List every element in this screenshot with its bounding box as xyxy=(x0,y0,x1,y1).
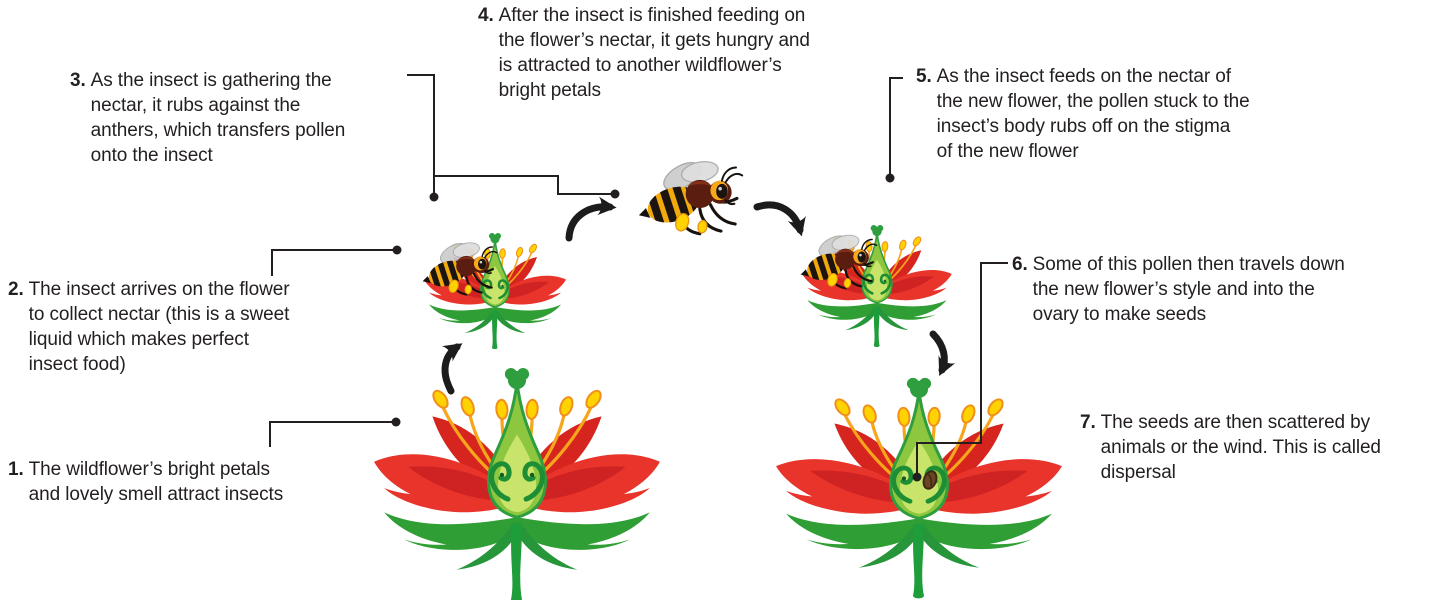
step-1-number: 1. xyxy=(8,459,24,480)
step-5-label: 5. As the insect feeds on the nectar of … xyxy=(916,64,1250,164)
step-4-number: 4. xyxy=(478,5,494,26)
step-6-text: Some of this pollen then travels down th… xyxy=(1032,254,1345,325)
honeybee-on-left-flower-icon xyxy=(422,234,498,298)
wildflower-large-left xyxy=(366,366,668,600)
step-3-number: 3. xyxy=(70,70,86,91)
step-3-label: 3. As the insect is gathering the nectar… xyxy=(70,68,345,168)
step-7-label: 7. The seeds are then scattered by anima… xyxy=(1080,410,1381,485)
step-3-text: As the insect is gathering the nectar, i… xyxy=(90,70,346,166)
honeybee-center-icon xyxy=(638,146,744,242)
step-5-text: As the insect feeds on the nectar of the… xyxy=(936,66,1250,162)
step-2-number: 2. xyxy=(8,279,24,300)
step-4-label: 4. After the insect is finished feeding … xyxy=(478,3,810,103)
wildflower-large-right xyxy=(768,376,1070,600)
step-6-label: 6. Some of this pollen then travels down… xyxy=(1012,252,1345,327)
step-7-number: 7. xyxy=(1080,412,1096,433)
callout-line-step5 xyxy=(889,77,903,176)
callout-line-step4 xyxy=(434,175,612,195)
step-4-text: After the insect is finished feeding on … xyxy=(498,5,810,101)
step-5-number: 5. xyxy=(916,66,932,87)
cycle-arrow-down-to-flower xyxy=(753,201,806,237)
step-1-label: 1. The wildflower’s bright petals and lo… xyxy=(8,457,283,507)
honeybee-on-right-flower-icon xyxy=(800,226,878,292)
callout-line-step2 xyxy=(271,249,394,276)
step-1-text: The wildflower’s bright petals and lovel… xyxy=(28,459,284,505)
step-7-text: The seeds are then scattered by animals … xyxy=(1100,412,1381,483)
step-6-number: 6. xyxy=(1012,254,1028,275)
seed-in-ovary xyxy=(920,468,940,492)
step-2-label: 2. The insect arrives on the flower to c… xyxy=(8,277,290,377)
step-2-text: The insect arrives on the flower to coll… xyxy=(28,279,290,375)
cycle-arrow-up-to-bee xyxy=(565,196,617,242)
callout-line-step3 xyxy=(407,74,435,196)
